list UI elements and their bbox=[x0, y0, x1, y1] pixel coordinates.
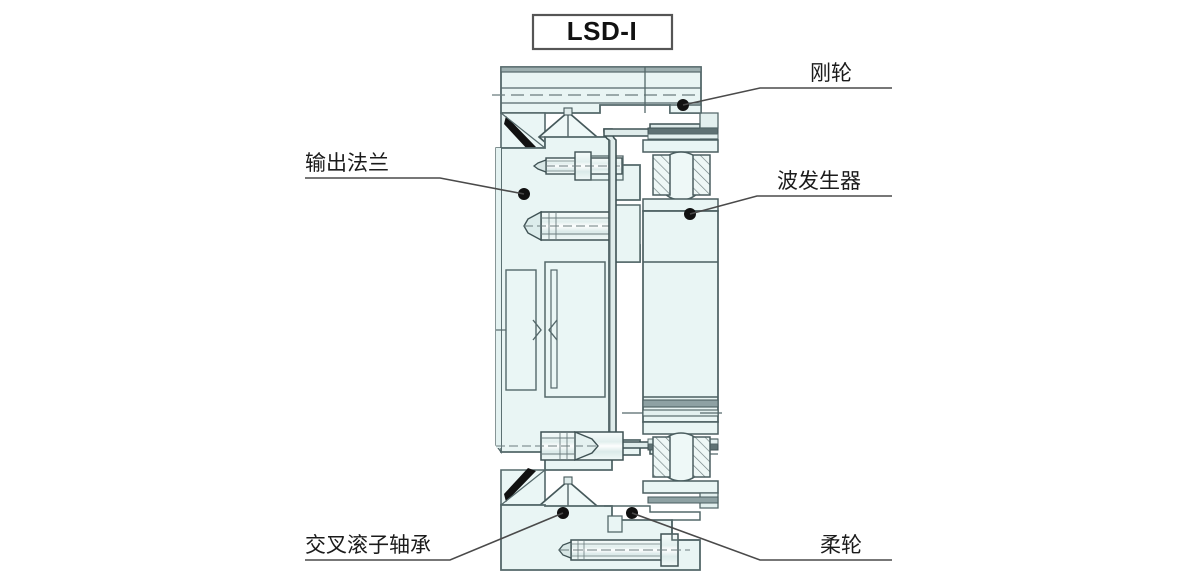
top-right-step bbox=[669, 104, 719, 129]
label-crossed-roller-bearing-group: 交叉滚子轴承 bbox=[305, 507, 569, 561]
title-label: LSD-I bbox=[567, 16, 637, 46]
bearing-cage-bottom-left bbox=[652, 436, 671, 478]
label-wave-generator-group: 波发生器 bbox=[684, 170, 892, 220]
bearing-cage-top-left bbox=[652, 154, 671, 196]
title-box: LSD-I bbox=[531, 13, 674, 51]
flange-main-column bbox=[495, 147, 502, 455]
top-seal-pocket bbox=[500, 112, 546, 150]
bottom-seal-pocket bbox=[500, 468, 546, 506]
center-notch-left bbox=[532, 319, 542, 341]
label-crossed-roller-bearing: 交叉滚子轴承 bbox=[305, 534, 431, 557]
inner-slot-left bbox=[505, 269, 537, 391]
wave-generator-body bbox=[642, 210, 719, 423]
bottom-right-step bbox=[604, 492, 719, 541]
label-wave-generator: 波发生器 bbox=[777, 170, 861, 193]
section-arrow-bottom bbox=[504, 468, 536, 502]
label-circular-spline: 刚轮 bbox=[810, 62, 852, 85]
circular-spline-top bbox=[492, 66, 702, 114]
bearing-race-lower-top bbox=[642, 421, 719, 435]
center-notch-right bbox=[548, 319, 558, 341]
bearing-cage-bottom-right bbox=[692, 436, 711, 478]
inner-slot-mid bbox=[544, 261, 606, 398]
bearing-cage-top-right bbox=[692, 154, 711, 196]
leader-line-circular-spline bbox=[682, 87, 892, 106]
label-circular-spline-group: 刚轮 bbox=[677, 62, 892, 111]
bearing-race-upper-top bbox=[642, 139, 719, 153]
cross-section-assembly bbox=[492, 66, 722, 571]
label-output-flange-group: 输出法兰 bbox=[305, 152, 530, 200]
bolt-bottom-upper bbox=[496, 430, 624, 462]
section-arrow-top bbox=[504, 116, 536, 150]
leader-line-flexspline bbox=[631, 512, 892, 561]
flange-inner-detail bbox=[496, 261, 606, 398]
leader-line-crossed-roller-bearing bbox=[305, 512, 564, 561]
label-flexspline: 柔轮 bbox=[820, 534, 862, 557]
label-flexspline-group: 柔轮 bbox=[626, 507, 892, 561]
leader-line-wave-generator bbox=[689, 195, 892, 215]
bearing-race-lower-bottom bbox=[642, 480, 719, 494]
bolt-bottom-base bbox=[558, 533, 690, 567]
leader-line-output-flange bbox=[305, 177, 525, 195]
wave-generator-column bbox=[622, 139, 722, 494]
label-output-flange: 输出法兰 bbox=[305, 152, 389, 175]
bolt-top-upper bbox=[532, 151, 624, 181]
